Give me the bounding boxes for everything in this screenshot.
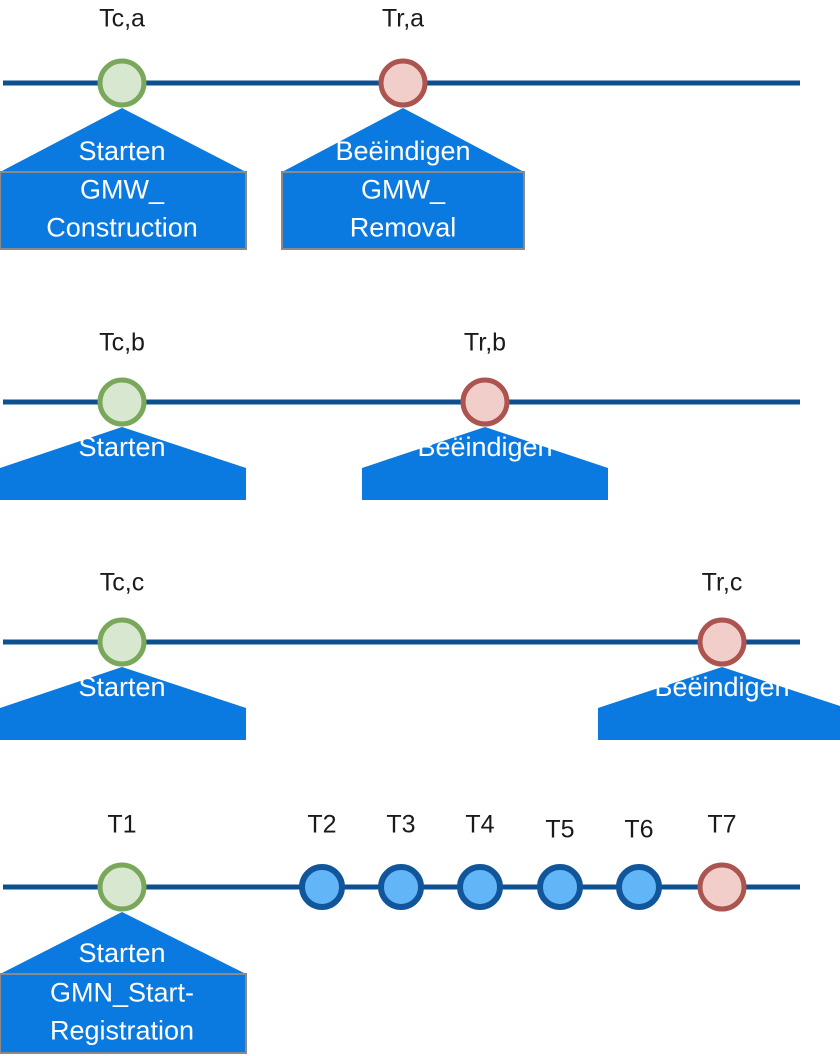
label-t7: T7 — [707, 811, 736, 839]
label-t1: T1 — [107, 811, 136, 839]
label-t2: T2 — [307, 811, 336, 839]
label-tr-b: Tr,b — [464, 329, 506, 357]
node-tc-c[interactable] — [97, 617, 147, 667]
node-t1[interactable] — [97, 862, 147, 912]
label-tc-b: Tc,b — [99, 329, 145, 357]
flag-box-line1-tc-a: GMW_ — [80, 175, 165, 205]
flag-tr-c[interactable]: Beëindigen — [598, 667, 840, 740]
flag-box-tc-a — [0, 171, 247, 250]
flag-box-line1-tr-a: GMW_ — [361, 175, 446, 205]
flag-title-tc-a: Starten — [78, 136, 165, 166]
node-tc-b[interactable] — [97, 377, 147, 427]
flag-box-line2-t1: Registration — [50, 1016, 194, 1046]
label-t3: T3 — [386, 811, 415, 839]
node-t6[interactable] — [616, 864, 662, 910]
node-t4[interactable] — [457, 864, 503, 910]
flag-box-line1-t1: GMN_Start- — [50, 978, 194, 1008]
flag-title-tr-a: Beëindigen — [335, 136, 470, 166]
label-tc-c: Tc,c — [100, 569, 144, 597]
flag-title-tr-b: Beëindigen — [417, 432, 552, 462]
node-tr-c[interactable] — [697, 617, 747, 667]
flag-box-t1 — [0, 973, 247, 1054]
node-tr-a[interactable] — [378, 58, 428, 108]
node-t7[interactable] — [697, 862, 747, 912]
flag-title-tr-c: Beëindigen — [654, 672, 789, 702]
label-tc-a: Tc,a — [99, 5, 145, 33]
flag-body-tr-b — [362, 427, 608, 500]
timeline-c: Starten Beëindigen Tc,c Tr,c — [0, 569, 840, 740]
label-t4: T4 — [465, 811, 494, 839]
flag-body-tc-b — [0, 427, 246, 500]
flag-box-line2-tc-a: Construction — [46, 213, 198, 243]
node-tr-b[interactable] — [460, 377, 510, 427]
node-t5[interactable] — [537, 864, 583, 910]
flag-body-tr-c — [598, 667, 840, 740]
node-t2[interactable] — [299, 864, 345, 910]
flag-body-tc-c — [0, 667, 246, 740]
timeline-b: Starten Beëindigen Tc,b Tr,b — [0, 329, 800, 500]
flag-tr-b[interactable]: Beëindigen — [362, 427, 608, 500]
flag-title-tc-b: Starten — [78, 432, 165, 462]
node-tc-a[interactable] — [97, 58, 147, 108]
flag-title-t1: Starten — [78, 938, 165, 968]
flag-box-tr-a — [281, 171, 525, 250]
label-tr-a: Tr,a — [382, 5, 424, 33]
label-tr-c: Tr,c — [702, 569, 743, 597]
node-t3[interactable] — [378, 864, 424, 910]
flag-tc-b[interactable]: Starten — [0, 427, 246, 500]
flag-title-tc-c: Starten — [78, 672, 165, 702]
flag-box-line2-tr-a: Removal — [350, 213, 457, 243]
label-t5: T5 — [545, 816, 574, 844]
label-t6: T6 — [624, 816, 653, 844]
flag-tc-c[interactable]: Starten — [0, 667, 246, 740]
